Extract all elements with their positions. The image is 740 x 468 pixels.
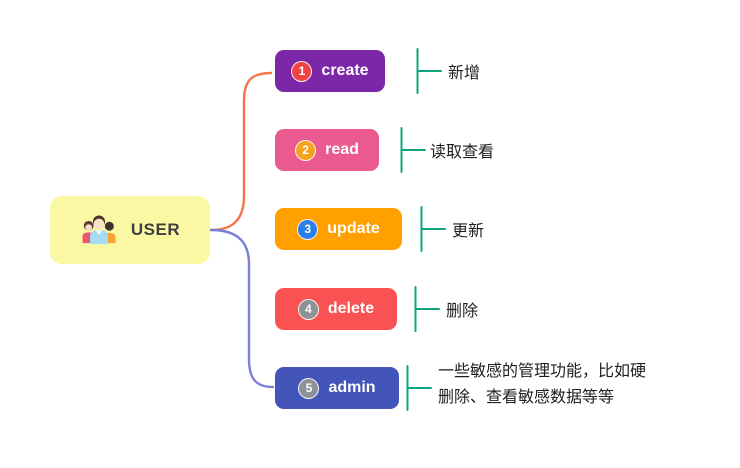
branch-row-update: 3 update 更新 bbox=[0, 206, 740, 252]
branch-node-admin[interactable]: 5 admin bbox=[275, 367, 399, 409]
branch-annotation[interactable]: 删除 bbox=[446, 303, 479, 320]
branch-node-create[interactable]: 1 create bbox=[275, 50, 385, 92]
branch-row-delete: 4 delete 删除 bbox=[0, 286, 740, 332]
branch-row-admin: 5 admin 一些敏感的管理功能，比如硬删除、查看敏感数据等等 bbox=[0, 363, 740, 411]
root-node-user[interactable]: USER bbox=[50, 196, 210, 264]
branch-annotation[interactable]: 读取查看 bbox=[430, 144, 495, 161]
branch-node-label: delete bbox=[327, 300, 375, 317]
annotation-bracket bbox=[406, 365, 436, 411]
annotation-bracket bbox=[420, 206, 450, 252]
branch-annotation[interactable]: 新增 bbox=[448, 65, 481, 82]
branch-annotation[interactable]: 一些敏感的管理功能，比如硬删除、查看敏感数据等等 bbox=[438, 363, 647, 406]
number-badge: 3 bbox=[297, 218, 319, 240]
root-node-label: USER bbox=[130, 220, 181, 239]
branch-node-delete[interactable]: 4 delete bbox=[275, 288, 397, 330]
number-badge: 2 bbox=[295, 139, 317, 161]
people-group-icon bbox=[80, 214, 118, 246]
branch-row-create: 1 create 新增 bbox=[0, 48, 740, 94]
number-badge: 1 bbox=[291, 60, 313, 82]
branch-row-read: 2 read 读取查看 bbox=[0, 127, 740, 173]
branch-node-update[interactable]: 3 update bbox=[275, 208, 402, 250]
branch-node-label: update bbox=[327, 220, 380, 237]
branch-node-read[interactable]: 2 read bbox=[275, 129, 379, 171]
branch-node-label: create bbox=[321, 62, 369, 79]
annotation-bracket bbox=[416, 48, 446, 94]
branch-annotation[interactable]: 更新 bbox=[452, 223, 485, 240]
branch-node-label: read bbox=[325, 141, 359, 158]
annotation-bracket bbox=[414, 286, 444, 332]
number-badge: 5 bbox=[298, 377, 320, 399]
branch-node-label: admin bbox=[328, 379, 376, 396]
number-badge: 4 bbox=[297, 298, 319, 320]
annotation-bracket bbox=[400, 127, 430, 173]
